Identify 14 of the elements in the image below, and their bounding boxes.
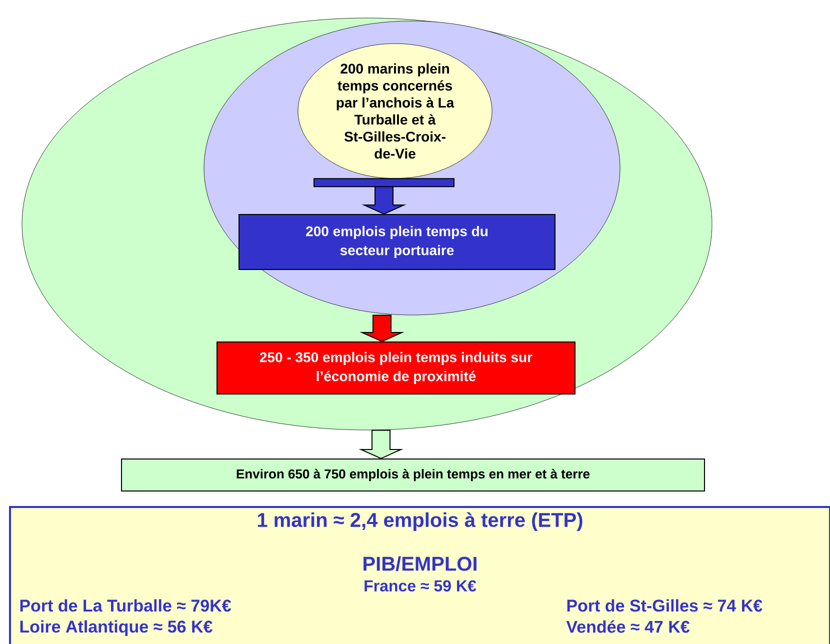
summary-heading: 1 marin ≈ 2,4 emplois à terre (ETP) [258, 512, 582, 532]
block-arrow [358, 430, 404, 460]
summary-text: Loire Atlantique ≈ 56 K€ [20, 620, 212, 636]
text-box: Environ 650 à 750 emplois à plein temps en mer et à terre [121, 458, 705, 492]
summary-text: France ≈ 59 K€ [364, 580, 476, 592]
summary-panel [9, 506, 830, 644]
summary-heading: PIB/EMPLOI [364, 556, 476, 572]
block-arrow [314, 178, 454, 215]
block-arrow [360, 314, 404, 342]
summary-text: Vendée ≈ 47 K€ [566, 620, 690, 633]
summary-text: Port de La Turballe ≈ 79K€ [20, 599, 232, 612]
summary-text: Port de St-Gilles ≈ 74 K€ [567, 599, 762, 612]
text-box: 250 - 350 emplois plein temps induits sur l’économie de proximité [216, 342, 576, 394]
text-box: 200 emplois plein temps du secteur portuaire [238, 214, 556, 270]
